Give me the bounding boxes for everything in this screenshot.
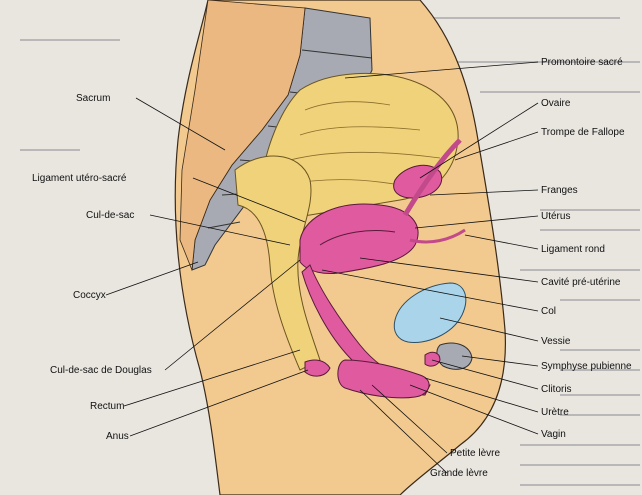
label-symphyse-pubienne: Symphyse pubienne bbox=[541, 361, 632, 372]
label-ligament-utero-sacre: Ligament utéro-sacré bbox=[32, 173, 127, 184]
uterus bbox=[299, 203, 419, 275]
rectum bbox=[234, 155, 321, 371]
label-coccyx: Coccyx bbox=[73, 290, 106, 301]
uterine-cavity bbox=[319, 230, 396, 246]
label-sacrum: Sacrum bbox=[76, 93, 110, 104]
label-petite-levre: Petite lèvre bbox=[450, 448, 500, 459]
bladder bbox=[393, 282, 467, 344]
label-clitoris: Clitoris bbox=[541, 384, 572, 395]
vulva bbox=[337, 359, 430, 399]
label-ligament-rond: Ligament rond bbox=[541, 244, 605, 255]
label-cul-de-sac-de-douglas: Cul-de-sac de Douglas bbox=[50, 365, 152, 376]
label-franges: Franges bbox=[541, 185, 578, 196]
anus bbox=[304, 359, 331, 377]
leader-lines bbox=[105, 61, 539, 474]
label-cul-de-sac: Cul-de-sac bbox=[86, 210, 134, 221]
label-anus: Anus bbox=[106, 431, 129, 442]
label-uterus: Utérus bbox=[541, 211, 570, 222]
label-ovaire: Ovaire bbox=[541, 98, 571, 109]
label-trompe-de-fallope: Trompe de Fallope bbox=[541, 127, 625, 138]
label-grande-levre: Grande lèvre bbox=[430, 468, 488, 479]
clitoris bbox=[424, 351, 441, 367]
label-uretre: Urètre bbox=[541, 407, 569, 418]
label-vessie: Vessie bbox=[541, 336, 571, 347]
label-col: Col bbox=[541, 306, 556, 317]
label-cavite-pre-uterine: Cavité pré-utérine bbox=[541, 277, 621, 288]
label-rectum: Rectum bbox=[90, 401, 124, 412]
back-tissue bbox=[179, 0, 306, 271]
round-ligament bbox=[409, 228, 466, 244]
fallopian-tube bbox=[402, 138, 462, 217]
label-promontoire-sacre: Promontoire sacré bbox=[541, 57, 623, 68]
label-vagin: Vagin bbox=[541, 429, 566, 440]
background-page-lines bbox=[20, 17, 640, 486]
labels: Promontoire sacré Sacrum Ovaire Trompe d… bbox=[32, 57, 632, 479]
